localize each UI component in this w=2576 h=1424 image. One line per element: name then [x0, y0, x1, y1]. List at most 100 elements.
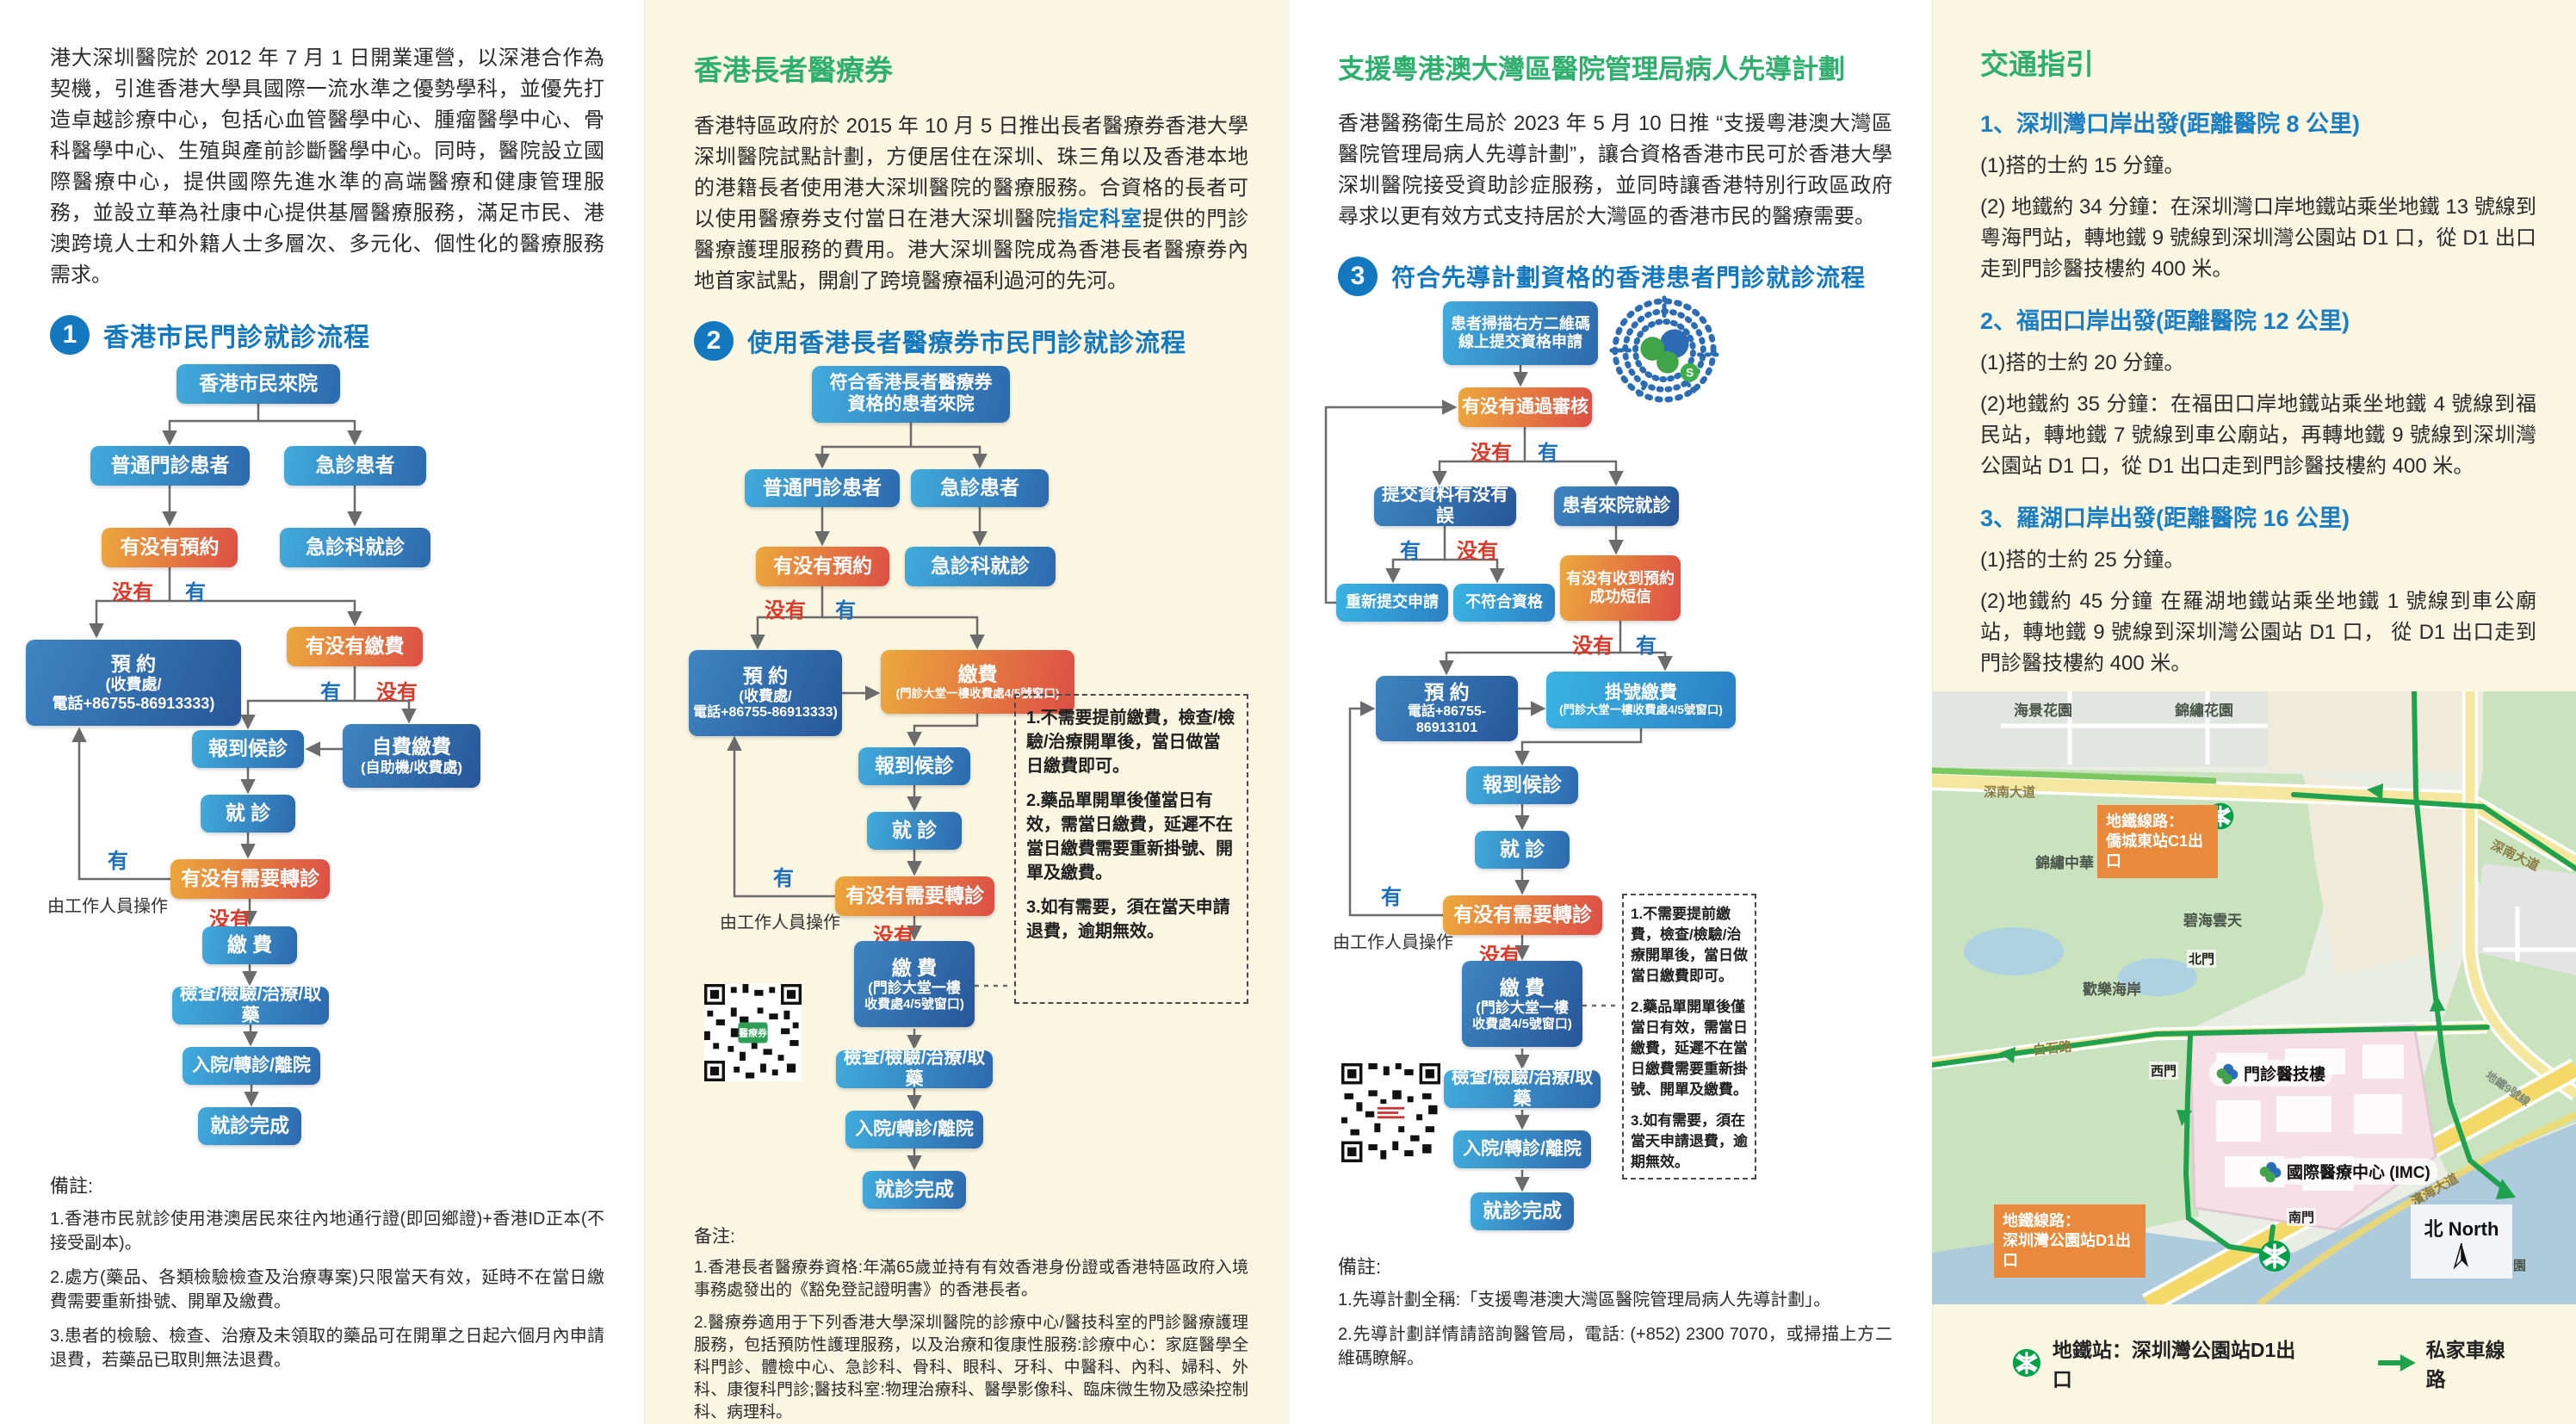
- section3-title: 符合先導計劃資格的香港患者門診就診流程: [1391, 264, 1867, 291]
- node-checkin: 報到候診: [858, 747, 970, 785]
- node-scan-apply: 患者掃描右方二維碼線上提交資格申請: [1443, 301, 1598, 365]
- node-form-error: 提交資料有没有誤: [1374, 485, 1516, 526]
- section1-heading: 1 香港市民門診就診流程: [50, 315, 604, 355]
- section1-number-badge: 1: [50, 315, 90, 355]
- node-has-appointment: 有没有預約: [756, 547, 889, 586]
- hospital-access-map[interactable]: 海景花園 錦繡花園 錦繡中華 碧海雲天 歡樂海岸 海濱生態公園 深南大道 深南大…: [1932, 691, 2576, 1304]
- node-ineligible: 不符合資格: [1453, 584, 1555, 622]
- route2-taxi: (1)搭的士約 20 分鐘。: [1980, 351, 2185, 375]
- route1-heading: 1、深圳灣口岸出發(距離醫院 8 公里): [1980, 111, 2361, 137]
- section2-number-badge: 2: [694, 321, 734, 361]
- label-yes: 有: [1636, 635, 1656, 658]
- svg-text:醫療券: 醫療券: [739, 1026, 768, 1038]
- node-discharge: 入院/轉診/離院: [183, 1047, 320, 1085]
- route-2: 2、福田口岸出發(距離醫院 12 公里) (1)搭的士約 20 分鐘。 (2)地…: [1980, 302, 2536, 482]
- notes-title: 備註:: [50, 1175, 94, 1197]
- node-consult: 就 診: [1475, 831, 1570, 869]
- route2-heading: 2、福田口岸出發(距離醫院 12 公里): [1980, 308, 2350, 334]
- node-need-referral: 有没有需要轉診: [1443, 895, 1602, 935]
- flowchart-pilot: 患者掃描右方二維碼線上提交資格申請 S 有没有通過審核: [1288, 295, 1932, 1240]
- route3-metro: (2)地鐵約 45 分鐘 在羅湖地鐵站乘坐地鐵 1 號線到車公廟站，轉地鐵 9 …: [1980, 590, 2536, 675]
- payment-side-notes: 1.不需要提前繳費，檢查/檢驗/治療開單後，當日做當日繳費即可。2.藥品單開單後…: [1014, 694, 1248, 1004]
- panel-hk-citizens: 港大深圳醫院於 2012 年 7 月 1 日開業運營，以深港合作為契機，引進香港…: [0, 0, 644, 1424]
- route-1: 1、深圳灣口岸出發(距離醫院 8 公里) (1)搭的士約 15 分鐘。 (2) …: [1980, 105, 2536, 285]
- node-self-pay: 自費繳費(自助機/收費處): [343, 724, 480, 788]
- node-booking: 預 約(收費處/電話+86755-86913333): [689, 650, 842, 736]
- designated-departments-link[interactable]: 指定科室: [1056, 207, 1142, 231]
- node-arrive: 香港市民來院: [176, 364, 340, 404]
- route1-taxi: (1)搭的士約 15 分鐘。: [1980, 154, 2185, 177]
- section2-heading: 2 使用香港長者醫療券市民門診就診流程: [694, 321, 1248, 361]
- gate-west-label: 西門: [2149, 1062, 2179, 1080]
- imc-label: 國際醫療中心 (IMC): [2252, 1158, 2437, 1185]
- svg-text:錦繡花園: 錦繡花園: [2175, 702, 2233, 719]
- metro-icon: [2011, 1347, 2042, 1378]
- note-item: 3.患者的檢驗、檢查、治療及未領取的藥品可在開單之日起六個月內申請退費，若藥品已…: [50, 1327, 604, 1370]
- panel-gba-pilot: 支援粵港澳大灣區醫院管理局病人先導計劃 香港醫務衛生局於 2023 年 5 月 …: [1288, 0, 1932, 1424]
- node-has-appointment: 有没有預約: [102, 528, 238, 567]
- svg-text:深南大道: 深南大道: [1984, 784, 2035, 800]
- node-come-hospital: 患者來院就診: [1554, 486, 1679, 526]
- note-item: 1.香港市民就診使用港澳居民來往內地通行證(即回鄉證)+香港ID正本(不接受副本…: [50, 1210, 604, 1253]
- note-item: 2.先導計劃詳情請諮詢醫管局，電話: (+852) 2300 7070，或掃描上…: [1338, 1325, 1892, 1368]
- flowchart-voucher: 符合香港長者醫療券資格的患者來院 普通門診患者 急診患者 有没有預約 急診科就診…: [644, 366, 1288, 1214]
- node-consult: 就 診: [201, 795, 295, 833]
- section3-number-badge: 3: [1338, 257, 1378, 296]
- note-item: 2.醫療券適用于下列香港大學深圳醫院的診療中心/醫技科室的門診醫療護理服務，包括…: [694, 1314, 1248, 1421]
- panel1-content: 港大深圳醫院於 2012 年 7 月 1 日開業運營，以深港合作為契機，引進香港…: [0, 0, 644, 355]
- node-arrive-eligible: 符合香港長者醫療券資格的患者來院: [812, 366, 1010, 423]
- note-item: 1.先導計劃全稱:「支援粵港澳大灣區醫院管理局病人先導計劃」。: [1338, 1291, 1831, 1309]
- node-pay: 繳 費: [202, 926, 297, 964]
- node-need-referral: 有没有需要轉診: [170, 859, 330, 899]
- label-no: 没有: [1471, 442, 1512, 465]
- pilot-title: 支援粵港澳大灣區醫院管理局病人先導計劃: [1338, 54, 1845, 84]
- panel-elderly-voucher: 香港長者醫療券 香港特區政府於 2015 年 10 月 5 日推出長者醫療券香港…: [644, 0, 1288, 1424]
- north-compass: 北 North: [2411, 1204, 2512, 1279]
- metro-station-icon-shenzhenwan: [2257, 1239, 2292, 1273]
- legend-private-car: 私家車線路: [2377, 1334, 2524, 1392]
- section3-heading: 3 符合先導計劃資格的香港患者門診就診流程: [1338, 257, 1892, 296]
- node-emergency-patient: 急診患者: [911, 469, 1049, 507]
- payment-side-notes: 1.不需要提前繳費，檢查/檢驗/治療開單後，當日做當日繳費即可。2.藥品單開單後…: [1622, 894, 1756, 1179]
- node-pay: 繳 費(門診大堂一樓收費處4/5號窗口): [1462, 961, 1582, 1047]
- node-pay-window: 繳費(門診大堂一樓收費處4/5號窗口): [881, 650, 1074, 714]
- label-yes: 有: [320, 681, 341, 704]
- map-legend: 地鐵站：深圳灣公園站D1出口 私家車線路: [1932, 1304, 2576, 1392]
- route3-heading: 3、羅湖口岸出發(距離醫院 16 公里): [1980, 505, 2350, 531]
- gate-south-label: 南門: [2287, 1208, 2317, 1226]
- svg-text:海景花園: 海景花園: [2014, 702, 2072, 719]
- voucher-intro-paragraph: 香港特區政府於 2015 年 10 月 5 日推出長者醫療券香港大學深圳醫院試點…: [694, 115, 1249, 293]
- svg-text:錦繡中華: 錦繡中華: [2035, 854, 2094, 871]
- panel-transport: 交通指引 1、深圳灣口岸出發(距離醫院 8 公里) (1)搭的士約 15 分鐘。…: [1932, 0, 2576, 1424]
- panel4-content: 交通指引 1、深圳灣口岸出發(距離醫院 8 公里) (1)搭的士約 15 分鐘。…: [1932, 0, 2576, 679]
- label-yes: 有: [1400, 540, 1421, 563]
- note-item: 1.香港長者醫療券資格:年滿65歲並持有有效香港身份證或香港特區政府入境事務處發…: [694, 1259, 1248, 1299]
- node-ordinary-patient: 普通門診患者: [90, 446, 250, 486]
- route-3: 3、羅湖口岸出發(距離醫院 16 公里) (1)搭的士約 25 分鐘。 (2)地…: [1980, 499, 2536, 679]
- voucher-qr-code: 醫療券: [704, 984, 802, 1081]
- panel3-content: 支援粵港澳大灣區醫院管理局病人先導計劃 香港醫務衛生局於 2023 年 5 月 …: [1288, 0, 1932, 296]
- node-done: 就診完成: [1471, 1192, 1574, 1230]
- label-staff-operated: 由工作人員操作: [720, 913, 840, 932]
- node-register-pay: 掛號繳費(門診大堂一樓收費處4/5號窗口): [1546, 672, 1736, 728]
- node-consult: 就 診: [867, 812, 962, 850]
- route2-metro: (2)地鐵約 35 分鐘：在福田口岸地鐵站乘坐地鐵 4 號線到福民站，轉地鐵 7…: [1980, 393, 2536, 478]
- transport-title: 交通指引: [1980, 48, 2094, 80]
- node-has-paid: 有没有繳費: [287, 627, 423, 666]
- section1-title: 香港市民門診就診流程: [103, 324, 370, 352]
- car-route-arrow-icon: [2377, 1354, 2416, 1371]
- label-no: 没有: [1572, 635, 1613, 658]
- hospital-intro-paragraph: 港大深圳醫院於 2012 年 7 月 1 日開業運營，以深港合作為契機，引進香港…: [50, 46, 604, 287]
- svg-text:碧海雲天: 碧海雲天: [2183, 912, 2243, 929]
- label-no: 没有: [765, 599, 806, 622]
- node-booking: 預 約電話+86755-86913101: [1376, 676, 1518, 741]
- panel2-notes: 备注: 1.香港長者醫療券資格:年滿65歲並持有有效香港身份證或香港特區政府入境…: [644, 1226, 1288, 1424]
- label-yes: 有: [773, 867, 794, 890]
- label-yes: 有: [185, 581, 206, 604]
- pilot-qr-code: [1341, 1063, 1440, 1162]
- flowchart-hk-citizens: 香港市民來院 普通門診患者 急診患者 有没有預約 急診科就診 没有 有 預 約(…: [0, 360, 644, 1152]
- node-exam: 檢查/檢驗/治療/取藥: [1444, 1068, 1601, 1109]
- notes-title: 備註:: [1338, 1256, 1382, 1278]
- node-resubmit: 重新提交申請: [1336, 584, 1448, 622]
